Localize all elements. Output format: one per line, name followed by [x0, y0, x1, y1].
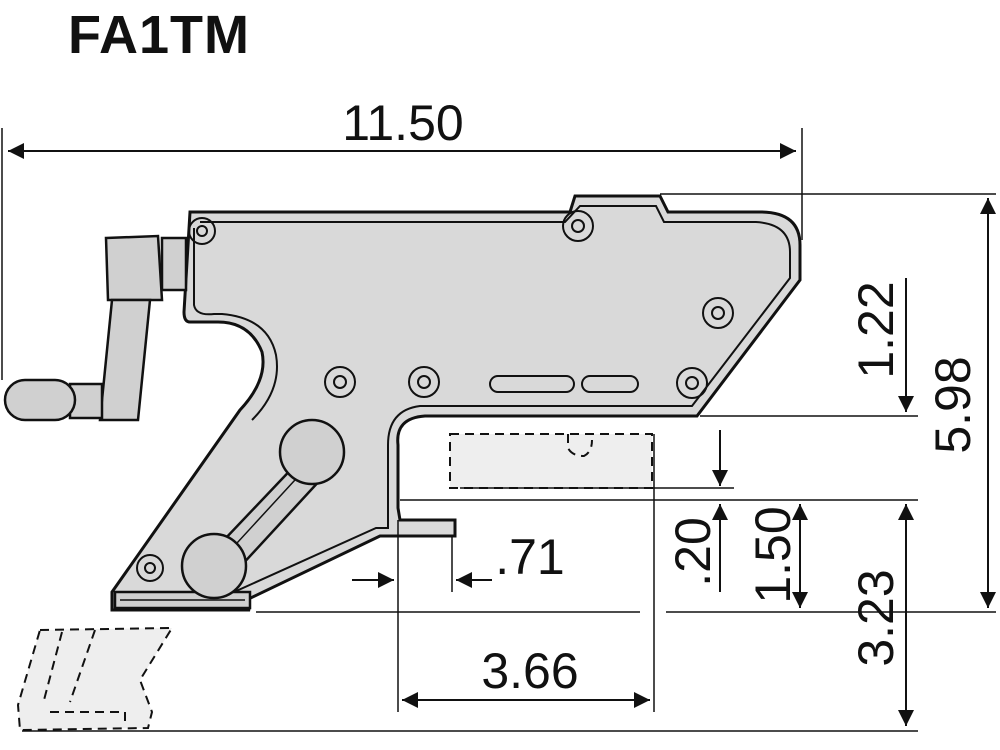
dim-clearance: .20	[665, 517, 721, 587]
dim-top-offset: 1.22	[848, 281, 904, 378]
dim-overall-length: 11.50	[342, 95, 463, 151]
dimension-lines	[1, 128, 996, 732]
crank-handle	[3, 234, 188, 422]
dim-overall-height: 5.98	[925, 356, 981, 453]
dim-jaw-width: 3.66	[481, 643, 578, 699]
lever-arm	[180, 418, 346, 600]
screw-holes	[136, 210, 734, 582]
drawing-title: FA1TM	[68, 5, 251, 65]
dim-lower-height: 3.23	[848, 569, 904, 666]
dim-jaw-height: 1.50	[745, 506, 801, 603]
workpiece-outline	[449, 433, 653, 489]
slot-openings	[489, 375, 639, 393]
dim-jaw-offset: .71	[495, 529, 565, 585]
ghost-jaw-outline	[16, 626, 174, 732]
